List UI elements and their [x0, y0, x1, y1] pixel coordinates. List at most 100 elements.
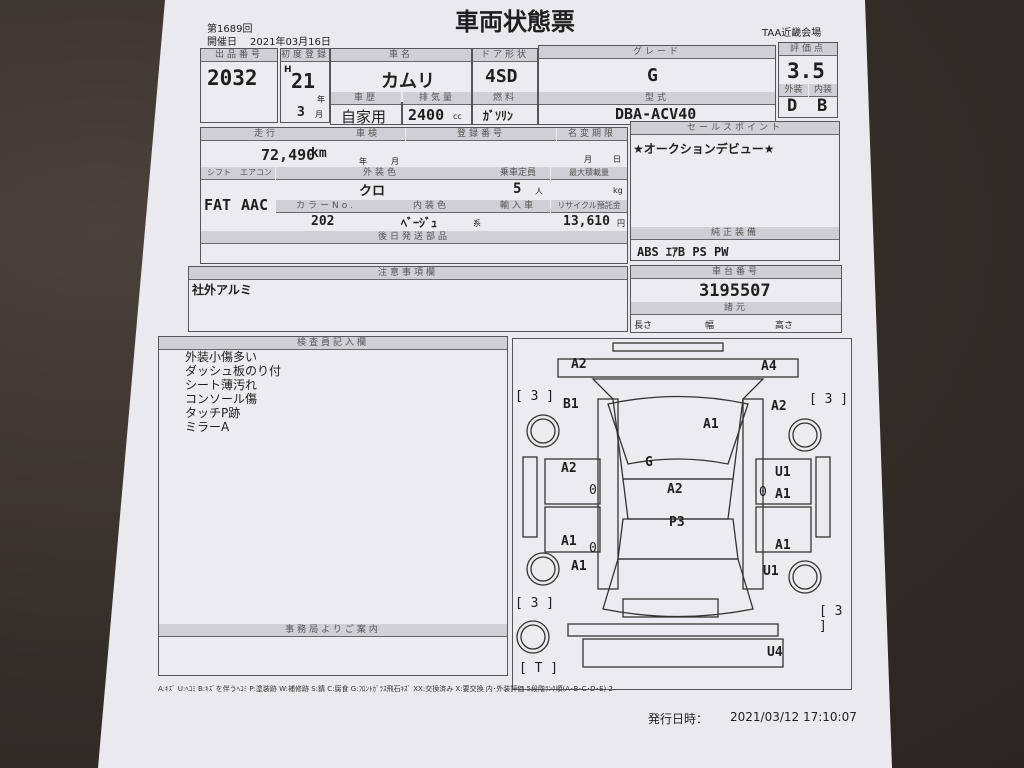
- inspector-label: 検査員記入欄: [159, 337, 507, 350]
- reg-label: 初度登録: [281, 49, 330, 62]
- colorno-label: カラーNo.: [276, 200, 376, 213]
- interior-color: ﾍﾞｰｼﾞｭ: [401, 216, 438, 230]
- damage-mark: U1: [763, 564, 779, 579]
- damage-mark: A4: [761, 359, 777, 374]
- note: コンソール傷: [185, 392, 258, 406]
- details-table: 走行 72,490 km 車検 年 月 登録番号 名変期限 月 日 シフト エア…: [200, 127, 628, 264]
- damage-mark: P3: [669, 515, 685, 530]
- damage-mark: [ 3 ]: [515, 596, 555, 611]
- venue: TAA近畿会場: [762, 28, 822, 39]
- damage-mark: A1: [561, 534, 577, 549]
- transfer-day: 日: [613, 155, 621, 164]
- door-label: ドア形状: [473, 49, 537, 62]
- inspector-box: 検査員記入欄 外装小傷多い ダッシュ板のり付 シート薄汚れ コンソール傷 タッチ…: [158, 336, 508, 676]
- fuel-cell: 燃料 ｶﾞｿﾘﾝ: [472, 92, 538, 125]
- mileage-label: 走行: [201, 128, 331, 141]
- damage-mark: A1: [775, 487, 791, 502]
- capacity-label: 乗車定員: [486, 167, 550, 180]
- intcolor-suffix: 系: [473, 219, 481, 228]
- displacement-label: 排気量: [403, 92, 471, 105]
- chassis-box: 車台番号 3195507 諸元 長さ 幅 高さ: [630, 265, 842, 333]
- caution-box: 注意事項欄 社外アルミ: [188, 266, 628, 332]
- int-label: 内装: [809, 84, 837, 97]
- transfer-month: 月: [584, 155, 592, 164]
- score-label: 評価点: [779, 43, 837, 56]
- note: タッチP跡: [185, 406, 241, 420]
- door-type: 4SD: [485, 66, 518, 87]
- plate-label: 登録番号: [406, 128, 556, 141]
- sheet-title: 車両状態票: [455, 8, 575, 36]
- damage-mark: A2: [561, 461, 577, 476]
- inspector-notes: 外装小傷多い ダッシュ板のり付 シート薄汚れ コンソール傷 タッチP跡 ミラーA: [185, 350, 281, 434]
- chassis-label: 車台番号: [631, 266, 841, 279]
- inspection-year: 年: [359, 157, 367, 166]
- inspection-label: 車検: [331, 128, 405, 141]
- import-label: 輸入車: [486, 200, 550, 213]
- damage-mark: A1: [571, 559, 587, 574]
- car-name-cell: 車名 カムリ: [330, 48, 472, 103]
- ac-label: エアコン: [237, 167, 275, 180]
- damage-mark: 0: [589, 541, 597, 556]
- legend: A:ｷｽﾞ U:ﾍｺﾐ B:ｷｽﾞを伴うﾍｺﾐ P:塗装跡 W:補修跡 S:錆 …: [158, 685, 613, 693]
- name-label: 車名: [331, 49, 471, 62]
- interior-grade: B: [817, 96, 828, 116]
- mileage: 72,490: [261, 146, 316, 164]
- color-label: 外装色: [276, 167, 486, 180]
- damage-mark: 0: [759, 485, 767, 500]
- fuel-label: 燃料: [473, 92, 537, 105]
- color-number: 202: [311, 214, 335, 229]
- damage-mark: U1: [775, 465, 791, 480]
- shift: FAT: [204, 196, 232, 214]
- damage-mark: 0: [589, 483, 597, 498]
- grade: G: [647, 65, 658, 86]
- displacement-cell: 排気量 2400 cc: [402, 92, 472, 125]
- office-label: 事務局よりご案内: [159, 624, 507, 637]
- note: シート薄汚れ: [185, 378, 258, 392]
- displacement: 2400: [408, 106, 445, 124]
- equipment: ABS ｴｱB PS PW: [637, 245, 729, 259]
- damage-mark: A1: [703, 417, 719, 432]
- load-label: 最大積載量: [551, 167, 627, 180]
- damage-mark: [ 3 ]: [809, 392, 849, 407]
- damage-mark: G: [645, 455, 653, 470]
- air-conditioner: AAC: [241, 196, 269, 214]
- issued-label: 発行日時：: [648, 712, 709, 726]
- length-label: 長さ: [634, 321, 653, 331]
- ext-label: 外装: [779, 84, 808, 97]
- model-label: 型式: [539, 92, 775, 105]
- inspection-month: 月: [391, 157, 399, 166]
- dims-label: 諸元: [631, 302, 841, 315]
- model-code: DBA-ACV40: [615, 105, 697, 123]
- damage-mark: U4: [767, 645, 783, 660]
- mileage-unit: km: [311, 146, 327, 161]
- exterior-color: クロ: [359, 184, 386, 199]
- grade-label: グレード: [539, 46, 775, 59]
- date-label: 開催日: [207, 37, 237, 48]
- car-outline: [516, 342, 831, 668]
- damage-mark: A2: [667, 482, 683, 497]
- capacity: 5: [513, 181, 522, 197]
- use-cell: 車歴 自家用: [330, 92, 402, 126]
- cc-unit: cc: [453, 112, 462, 121]
- car-diagram: A2 A4 [ 3 ] B1 A2 [ 3 ] A1 G A2 U1 0 A2 …: [512, 338, 852, 690]
- session-number: 第1689回: [207, 24, 253, 35]
- parts-label: 後日発送部品: [201, 231, 627, 244]
- shift-label: シフト: [201, 167, 237, 180]
- era: H: [284, 65, 292, 75]
- lot-cell: 出品番号 2032: [200, 48, 278, 123]
- auction-date: 2021年03月16日: [250, 37, 331, 48]
- model-cell: 型式 DBA-ACV40: [538, 92, 776, 125]
- damage-mark: A1: [775, 538, 791, 553]
- sales-point: セールスポイント ★オークションデビュー★ 純正装備 ABS ｴｱB PS PW: [630, 121, 840, 261]
- month-unit: 月: [315, 110, 323, 119]
- exterior-grade: D: [787, 96, 798, 116]
- score-cell: 評価点 3.5 外装 内装 D B: [778, 42, 838, 118]
- fuel: ｶﾞｿﾘﾝ: [483, 109, 514, 123]
- damage-mark: A2: [571, 357, 587, 372]
- damage-mark: A2: [771, 399, 787, 414]
- recycle-label: リサイクル預託金: [551, 200, 627, 213]
- recycle-unit: 円: [617, 219, 625, 228]
- use-type: 自家用: [341, 108, 387, 126]
- sales-label: セールスポイント: [631, 122, 839, 135]
